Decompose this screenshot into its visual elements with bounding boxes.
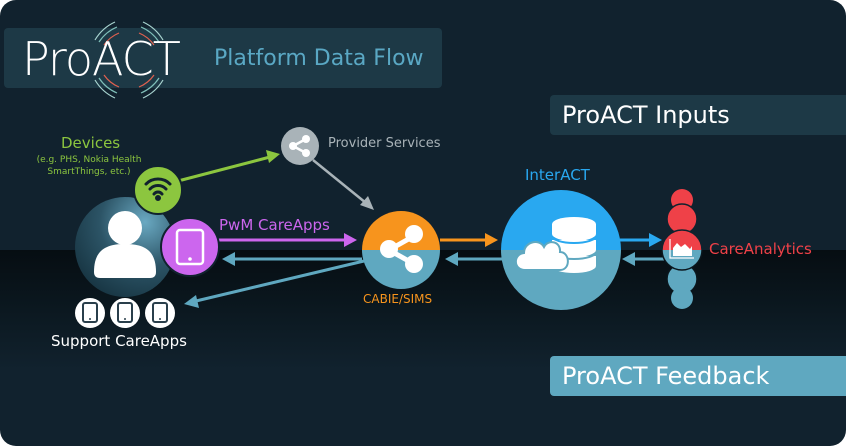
- area-chart-icon: [669, 239, 694, 259]
- title-bar: [4, 28, 442, 88]
- share-icon: [380, 225, 423, 273]
- provider-services-label: Provider Services: [328, 136, 441, 151]
- arrow-devices-to-provider: [177, 150, 280, 183]
- interact-node[interactable]: [501, 190, 621, 310]
- devices-node[interactable]: [133, 165, 183, 215]
- cloud-icon: [514, 241, 569, 271]
- arrow-provider-to-cabie: [312, 159, 374, 210]
- support-tablet-1: [75, 298, 105, 328]
- interact-label: InterACT: [525, 166, 590, 184]
- user-node[interactable]: [75, 197, 175, 297]
- wifi-icon: [144, 177, 172, 201]
- cabie-sims-label: CABIE/SIMS: [363, 292, 433, 306]
- pwm-careapps-label: PwM CareApps: [219, 216, 330, 234]
- logo: ProACT: [22, 32, 181, 86]
- logo-rings: [94, 21, 164, 99]
- support-careapps-icons[interactable]: [75, 298, 175, 328]
- proact-feedback-tag: ProACT Feedback: [550, 356, 846, 396]
- arrow-cabie-to-pwm: [222, 252, 362, 266]
- support-tablet-2: [110, 298, 140, 328]
- devices-title: Devices: [61, 134, 121, 152]
- arrow-cabie-to-interact: [440, 233, 498, 247]
- support-careapps-label: Support CareApps: [51, 332, 187, 350]
- proact-inputs-tag: ProACT Inputs: [550, 95, 846, 135]
- care-analytics-label: CareAnalytics: [709, 240, 812, 258]
- page-title: Platform Data Flow: [214, 46, 424, 71]
- cabie-sims-node[interactable]: [362, 211, 440, 289]
- arrow-pwm-to-cabie: [218, 233, 357, 247]
- tablet-icon: [175, 228, 205, 266]
- devices-subtitle-2: SmartThings, etc.): [47, 167, 131, 177]
- arrow-analytics-to-interact: [622, 252, 664, 266]
- support-tablet-3: [145, 298, 175, 328]
- care-analytics-node[interactable]: [661, 189, 703, 309]
- arrow-interact-to-cabie: [445, 252, 502, 266]
- devices-subtitle-1: (e.g. PHS, Nokia Health: [36, 155, 142, 165]
- provider-services-node[interactable]: [281, 127, 319, 165]
- arrow-cabie-to-support: [184, 259, 365, 308]
- pwm-careapps-node[interactable]: [160, 217, 220, 277]
- share-icon: [289, 135, 310, 157]
- arrow-interact-to-analytics: [620, 233, 662, 247]
- user-icon: [94, 211, 156, 278]
